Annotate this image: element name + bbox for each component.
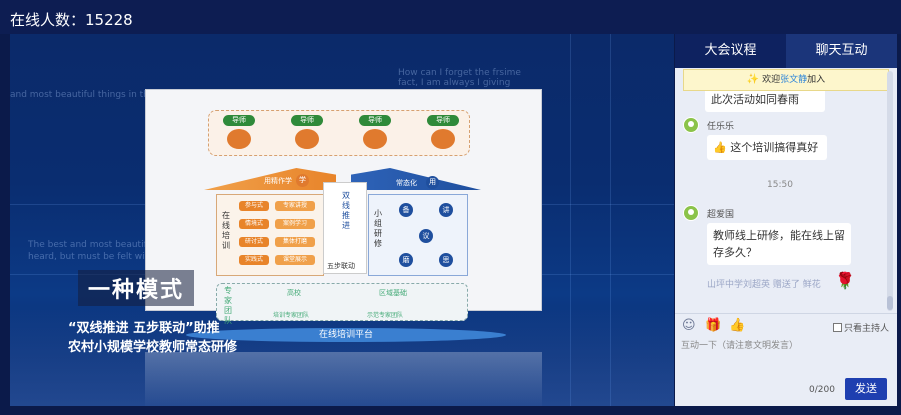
side-panel: 大会议程 聊天互动 此次活动如同春雨 任乐乐 👍 这个培训搞得真好 15:50 … [675, 34, 897, 406]
node: 磨 [399, 253, 413, 267]
notice-suffix: 加入 [807, 75, 826, 85]
online-training-box: 在线培训 参与式 情境式 研讨式 实践式 专家讲授 案例学习 集体打磨 课堂展示 [216, 194, 324, 276]
group-study-box: 小组研修 备 讲 议 磨 思 [368, 194, 468, 276]
caption-line: “双线推进 五步联动”助推 [68, 321, 220, 336]
firework-icon: ✨ [746, 74, 760, 85]
bottom-label: 示范专家团队 [367, 312, 404, 319]
pill: 课堂展示 [275, 255, 315, 265]
right-roof-label: 常态化 [396, 179, 417, 187]
notice-name: 张文静 [780, 75, 808, 85]
bottom-label: 区域基础 [379, 289, 407, 297]
rose-icon: 🌹 [835, 271, 855, 290]
ghost-text: How can I forget the frsime [398, 68, 521, 78]
pill: 专家讲授 [275, 201, 315, 211]
pill: 研讨式 [239, 237, 269, 247]
grid-line [570, 34, 571, 406]
chat-text: 这个培训搞得真好 [730, 141, 819, 154]
gift-icon[interactable]: 🎁 [705, 318, 722, 333]
mentor-icon: 导师 [353, 115, 397, 151]
mentor-icon: 导师 [217, 115, 261, 151]
node: 思 [439, 253, 453, 267]
left-roof-badge: 学 [296, 174, 309, 187]
slide-reflection [145, 352, 542, 406]
divider [675, 313, 897, 314]
mid-bottom-label: 五步联动 [327, 262, 355, 270]
chat-bubble: 此次活动如同春雨 [705, 91, 825, 112]
vertical-label: 专家团队 [224, 286, 232, 325]
checkbox-icon[interactable] [833, 323, 842, 332]
grid-line [610, 34, 611, 406]
mentor-row: 导师 导师 导师 导师 [208, 110, 470, 156]
vertical-label: 小组研修 [374, 209, 382, 248]
left-roof-label: 用精作学 [264, 177, 292, 185]
welcome-notice: ✨ 欢迎张文静加入 [683, 69, 889, 91]
chat-time: 15:50 [767, 180, 793, 190]
ghost-text: fact, I am always I giving [398, 78, 511, 88]
host-only-label: 只看主持人 [844, 324, 890, 334]
bottom-label: 培训专家团队 [273, 312, 310, 319]
chat-messages: 此次活动如同春雨 任乐乐 👍 这个培训搞得真好 15:50 超爱国 教师线上研修… [675, 91, 885, 313]
pill: 案例学习 [275, 219, 315, 229]
host-only-checkbox[interactable]: 只看主持人 [833, 321, 889, 334]
mentor-icon: 导师 [421, 115, 465, 151]
gift-message: 山坪中学刘超英 赠送了 鲜花 [707, 280, 821, 290]
right-roof-badge: 用 [426, 176, 439, 189]
avatar [683, 117, 699, 133]
light-floor [10, 306, 674, 406]
caption-title: 一种模式 [78, 270, 195, 306]
tab-bar: 大会议程 聊天互动 [675, 34, 897, 68]
chat-username: 超爱国 [707, 210, 735, 220]
ghost-text: and most beautiful things in this wo [10, 90, 172, 100]
tab-chat[interactable]: 聊天互动 [786, 34, 897, 68]
presentation-slide: 导师 导师 导师 导师 用精作学 学 常态化 用 在线培训 参与式 情境式 研讨… [145, 89, 542, 342]
node: 讲 [439, 203, 453, 217]
vertical-label: 在线培训 [222, 211, 230, 250]
vertical-label: 双线推进 [342, 191, 350, 230]
chat-username: 任乐乐 [707, 122, 735, 132]
pill: 参与式 [239, 201, 269, 211]
bottom-label: 高校 [287, 289, 301, 297]
platform-label: 在线培训平台 [186, 328, 506, 342]
smile-icon[interactable]: ☺ [682, 318, 696, 333]
node: 备 [399, 203, 413, 217]
center-column: 双线推进 五步联动 [323, 182, 367, 274]
thumbs-up-icon: 👍 [713, 141, 727, 154]
pill: 集体打磨 [275, 237, 315, 247]
char-count: 0/200 [809, 385, 835, 395]
pill: 情境式 [239, 219, 269, 229]
send-button[interactable]: 发送 [845, 378, 887, 400]
thumbs-up-icon[interactable]: 👍 [729, 318, 746, 333]
node: 议 [419, 229, 433, 243]
mentor-icon: 导师 [285, 115, 329, 151]
ghost-text: The best and most beautiful things in th… [28, 240, 215, 250]
chat-bubble: 👍 这个培训搞得真好 [707, 135, 827, 160]
video-player[interactable]: and most beautiful things in this wo The… [10, 34, 674, 406]
pill: 实践式 [239, 255, 269, 265]
chat-bubble: 教师线上研修，能在线上留存多久？ [707, 223, 851, 265]
notice-prefix: 欢迎 [762, 75, 781, 85]
online-count: 在线人数：15228 [10, 11, 133, 29]
scrollbar-thumb[interactable] [887, 296, 893, 310]
caption-line: 农村小规模学校教师常态研修 [68, 340, 238, 355]
top-bar: 在线人数：15228 [0, 0, 901, 34]
tab-agenda[interactable]: 大会议程 [704, 43, 757, 58]
avatar [683, 205, 699, 221]
chat-input[interactable]: 互动一下（请注意文明发言） [681, 341, 799, 351]
chat-scrollbar[interactable] [887, 71, 893, 311]
expert-team-box: 专家团队 高校 培训专家团队 区域基础 示范专家团队 [216, 283, 468, 325]
ghost-text: heard, but must be felt with the [28, 252, 172, 262]
